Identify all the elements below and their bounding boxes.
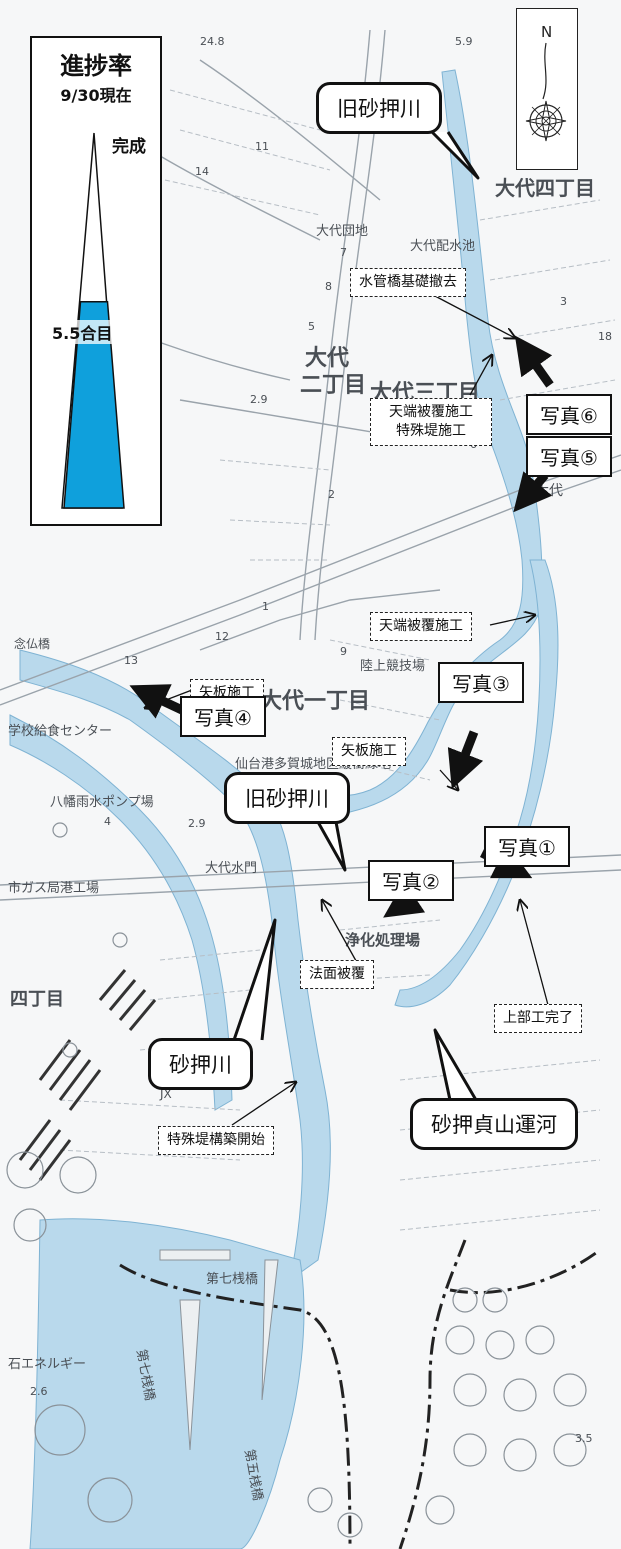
slope-leader [322, 900, 361, 969]
progress-panel: 進捗率 9/30現在 完成 5.5合目 [30, 36, 162, 526]
sunaoshi-river-bubble: 砂押川 [148, 1038, 253, 1090]
map-label-sewage-plant: 浄化処理場 [345, 931, 420, 949]
map-lot-7: 7 [340, 246, 347, 259]
left-river-channel [9, 714, 233, 1111]
photo5-arrow [513, 471, 553, 513]
map-lot-5: 5 [308, 320, 315, 333]
photo3-arrow [447, 730, 484, 790]
super-leader [520, 900, 549, 1006]
crown-special-line1: 天端被覆施工 [389, 404, 473, 420]
photo6-arrow [514, 335, 554, 388]
map-label-oshiro-gate: 大代水門 [205, 861, 257, 876]
water-bridge-callout: 水管橋基礎撤去 [350, 268, 466, 297]
storage-tanks [6, 822, 587, 1538]
road-layer [0, 29, 621, 901]
map-lot-13: 13 [124, 654, 138, 667]
crown-special-callout: 天端被覆施工 特殊堤施工 [370, 398, 492, 446]
map-label-oshiro-4chome: 大代四丁目 [495, 176, 595, 200]
map-elevation-2-9-a: 2.9 [250, 393, 268, 406]
map-label-4chome: 四丁目 [10, 989, 64, 1010]
map-label-oshiro-2a: 大代 [305, 346, 349, 371]
old-river-mid-tail [316, 821, 347, 872]
crown-leader [489, 615, 535, 626]
bubble-tails [232, 130, 480, 1101]
photo1-label[interactable]: 写真① [484, 826, 570, 867]
map-lot-2: 2 [328, 488, 335, 501]
compass-rose-icon: N [525, 23, 567, 142]
map-label-oshiro-2b: 二丁目 [300, 373, 366, 398]
map-label-pier7: 第七桟橋 [206, 1272, 258, 1287]
progress-fill [63, 301, 125, 509]
map-label-oshiro-water: 大代配水池 [410, 239, 475, 254]
super-callout: 上部工完了 [494, 1004, 582, 1033]
map-lot-14: 14 [195, 165, 209, 178]
piers [159, 1249, 279, 1451]
map-label-jx: JX [159, 1087, 172, 1101]
photo4-arrow [129, 684, 184, 719]
boundary-lines [119, 1239, 601, 1549]
map-lot-3: 3 [560, 295, 567, 308]
compass: N [516, 8, 578, 170]
old-river-top-bubble: 旧砂押川 [316, 82, 442, 134]
map-elevation-2-6: 2.6 [30, 1385, 48, 1398]
old-river-mid-bubble: 旧砂押川 [224, 772, 350, 824]
map-label-yawata-pump: 八幡雨水ポンプ場 [50, 795, 154, 810]
map-elevation-5-9: 5.9 [455, 35, 473, 48]
progress-title: 進捗率 [60, 52, 132, 80]
progress-complete-label: 完成 [112, 137, 146, 157]
north-label: N [541, 23, 552, 41]
map-lot-8: 8 [325, 280, 332, 293]
map-elevation-24-8: 24.8 [200, 35, 225, 48]
crown-special-leader [469, 355, 492, 396]
map-label-nenbutsu-bridge: 念仏橋 [14, 636, 50, 651]
map-lot-4: 4 [104, 815, 111, 828]
slope-callout: 法面被覆 [300, 960, 374, 989]
progress-gauge [61, 132, 125, 509]
canal-bubble: 砂押貞山運河 [410, 1098, 578, 1150]
progress-date: 9/30現在 [60, 86, 132, 105]
progress-level-label: 5.5合目 [52, 320, 113, 344]
map-label-oshiro-1chome: 大代一丁目 [260, 689, 370, 714]
crown-callout: 天端被覆施工 [370, 612, 472, 641]
map-elevation-3-5: 3.5 [575, 1432, 593, 1445]
map-elevation-2-9-b: 2.9 [188, 817, 206, 830]
map-label-gas-plant: 市ガス局港工場 [8, 880, 99, 896]
sheet-pile-mid-callout: 矢板施工 [332, 737, 406, 766]
photo2-label[interactable]: 写真② [368, 860, 454, 901]
sunaoshi-tail [232, 918, 277, 1041]
map-label-energy: 石エネルギー [8, 1357, 86, 1372]
special-start-leader [231, 1082, 296, 1126]
crown-special-line2: 特殊堤施工 [396, 422, 466, 439]
map-lot-1: 1 [262, 600, 269, 613]
special-start-callout: 特殊堤構築開始 [158, 1126, 274, 1155]
map-lot-12: 12 [215, 630, 229, 643]
water-bridge-leader [434, 295, 515, 338]
photo6-label[interactable]: 写真⑥ [526, 394, 612, 435]
teizan-canal [394, 559, 559, 1008]
map-lot-11: 11 [255, 140, 269, 153]
photo3-label[interactable]: 写真③ [438, 662, 524, 703]
map-label-oshiro-danchi: 大代団地 [316, 224, 368, 239]
map-label-school-lunch: 学校給食センター [8, 723, 112, 739]
map-lot-18: 18 [598, 330, 612, 343]
map-label-stadium: 陸上競技場 [360, 658, 425, 674]
map-lot-9: 9 [340, 645, 347, 658]
canal-tail [433, 1028, 478, 1101]
railway-hatching [18, 969, 157, 1181]
photo5-label[interactable]: 写真⑤ [526, 436, 612, 477]
old-river-top-tail [430, 130, 480, 180]
photo4-label[interactable]: 写真④ [180, 696, 266, 737]
